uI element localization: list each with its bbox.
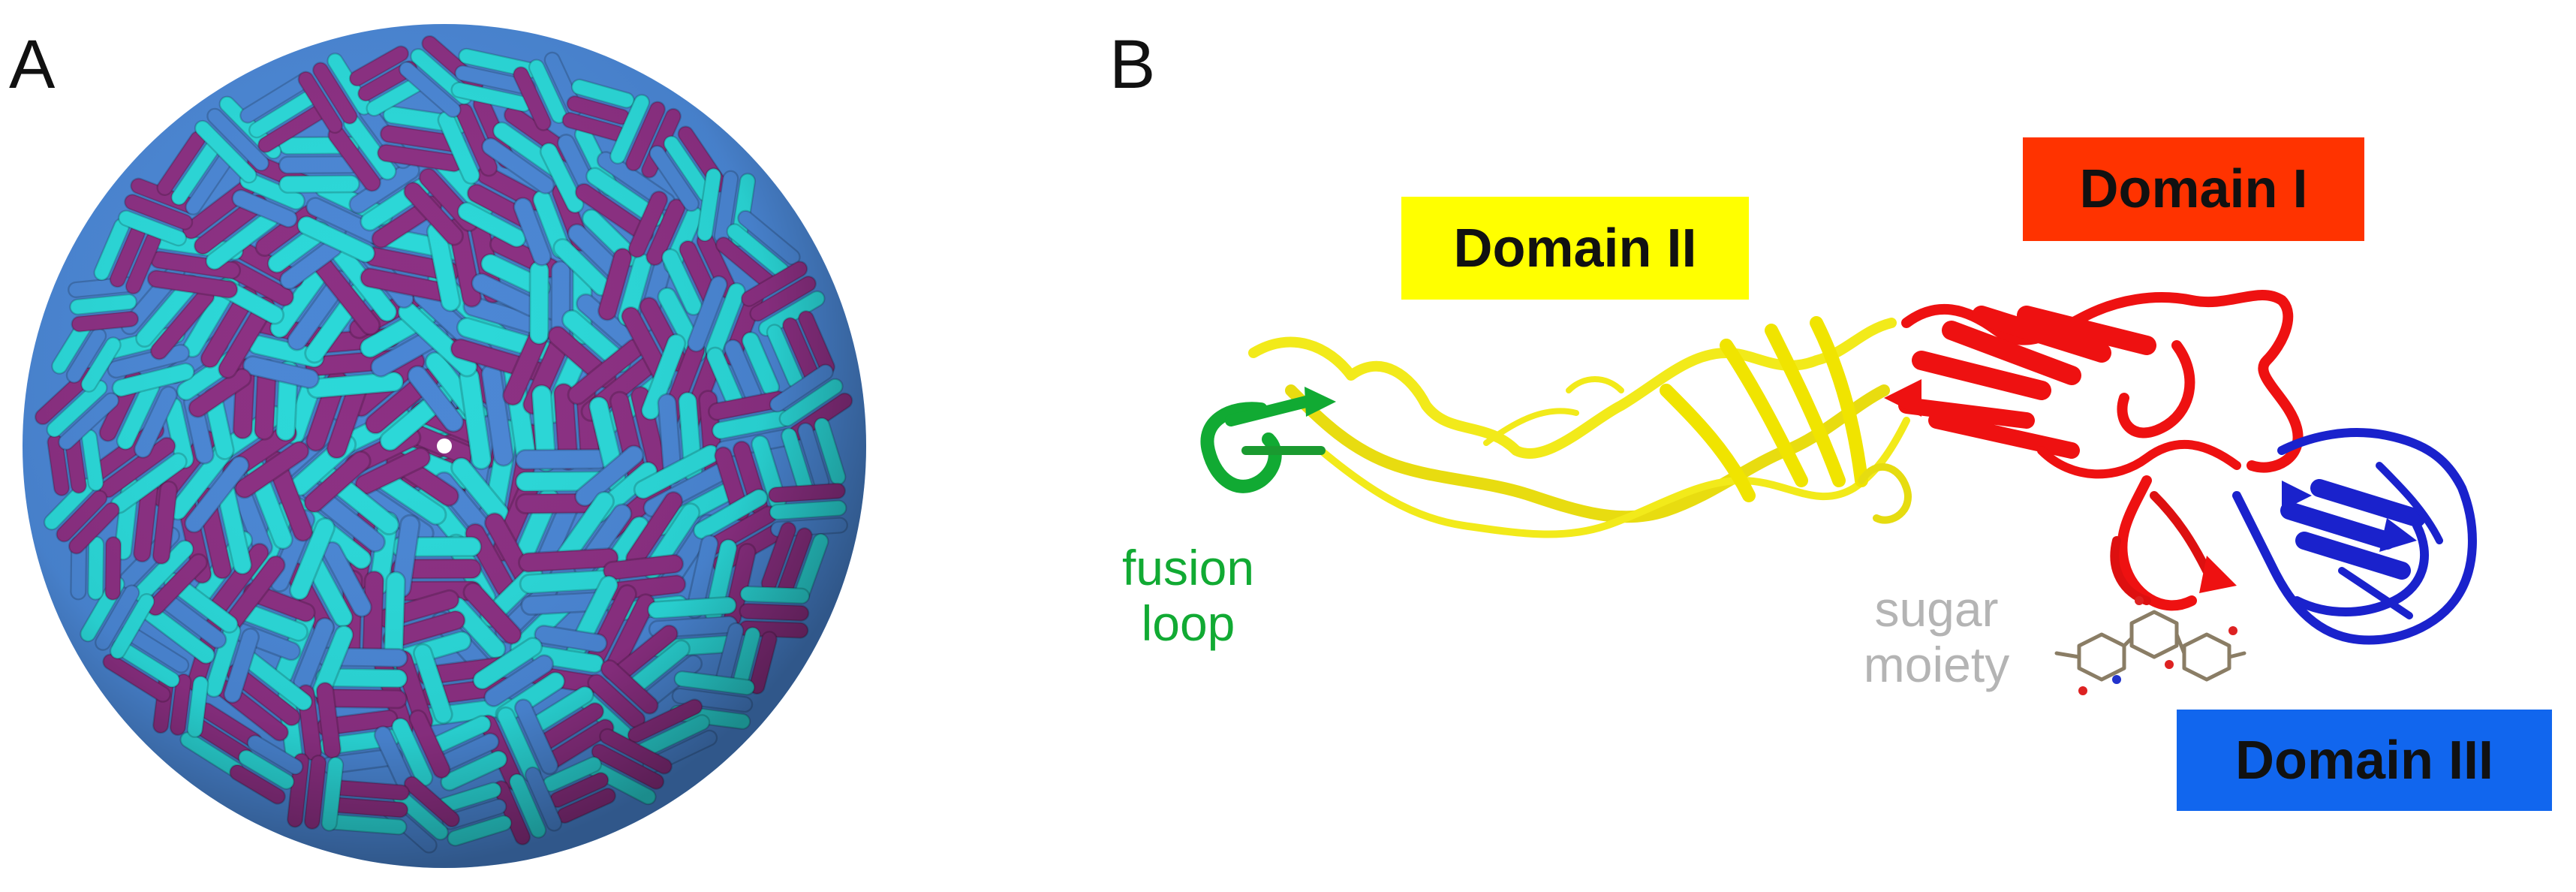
sugar-moiety-label-line1: sugar: [1874, 581, 1999, 637]
domain-iii-label: Domain III: [2234, 730, 2494, 791]
panel-label-b: B: [1109, 26, 1156, 103]
domain-i-label-box: Domain I: [2023, 137, 2364, 241]
domain-i-ribbon: [1884, 289, 2304, 611]
fusion-loop-label-line2: loop: [1141, 595, 1235, 651]
domain-ii-ribbon: [1248, 316, 1912, 538]
domain-ii-label-box: Domain II: [1401, 197, 1749, 300]
domain-ii-label: Domain II: [1453, 218, 1697, 279]
domain-iii-label-box: Domain III: [2177, 710, 2552, 811]
domain-i-label: Domain I: [2079, 159, 2308, 219]
protein-ribbon-diagram: [1200, 289, 2477, 695]
fusion-loop-label: fusion loop: [1102, 540, 1274, 652]
sugar-moiety-model: [2054, 596, 2246, 695]
sugar-moiety-label: sugar moiety: [1843, 581, 2030, 693]
panel-label-a: A: [9, 26, 56, 103]
domain-iii-ribbon: [2232, 428, 2477, 645]
fivefold-pore: [437, 438, 452, 454]
virus-particle-surface: [23, 24, 866, 868]
sugar-moiety-label-line2: moiety: [1863, 636, 2010, 692]
fusion-loop-ribbon: [1200, 387, 1336, 493]
fusion-loop-label-line1: fusion: [1121, 540, 1255, 595]
